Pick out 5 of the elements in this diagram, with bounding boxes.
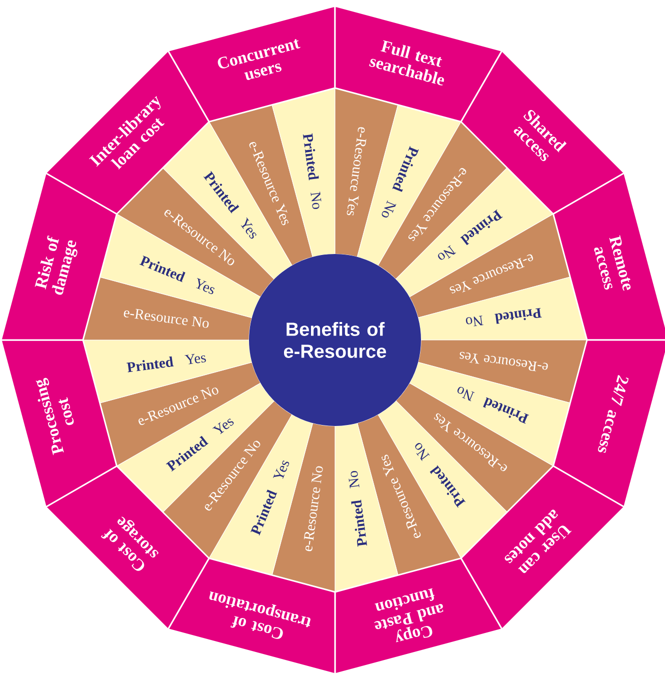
category-segment: Copy and Paste function xyxy=(334,557,504,675)
category-segment: Remote access xyxy=(552,172,665,341)
node-label: Remote access xyxy=(594,235,631,291)
category-segment: Processing cost xyxy=(0,339,118,508)
node-label: 24/7 access xyxy=(598,375,628,453)
